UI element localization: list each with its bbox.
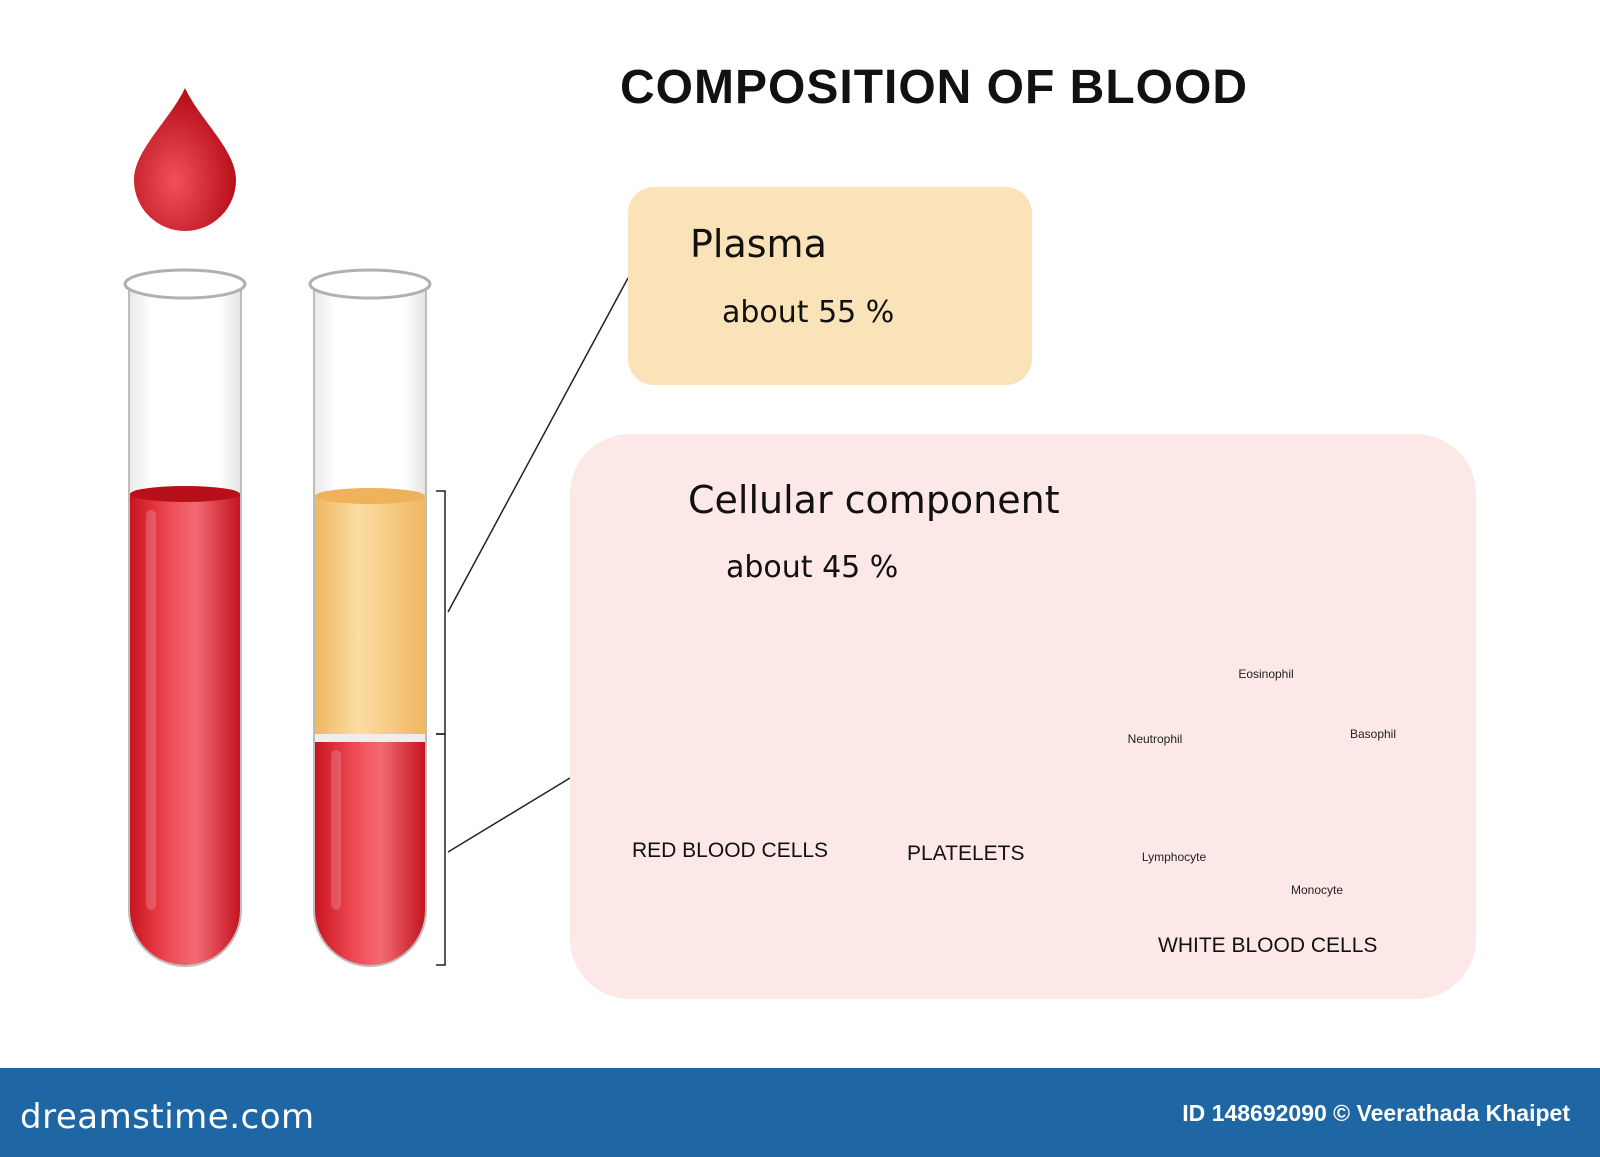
footer-brand: dreamstime.com (20, 1097, 315, 1137)
lymphocyte-label: Lymphocyte (1141, 850, 1207, 864)
plasma-layer (315, 496, 425, 734)
cellular-percent: about 45 % (726, 550, 899, 585)
red-blood-cells-label: RED BLOOD CELLS (632, 839, 829, 862)
plasma-label: Plasma (690, 222, 827, 266)
page-title: COMPOSITION OF BLOOD (620, 61, 1248, 114)
cellular-label: Cellular component (688, 478, 1060, 522)
neutrophil-label: Neutrophil (1127, 732, 1183, 746)
white-blood-cells-label: WHITE BLOOD CELLS (1158, 934, 1378, 957)
cells-leader-line (447, 777, 571, 853)
plasma-bracket (436, 490, 446, 735)
cells-bracket (436, 733, 446, 966)
plasma-percent: about 55 % (722, 295, 895, 330)
buffy-coat-layer (315, 734, 425, 742)
plasma-leader-line (447, 277, 629, 613)
footer-credit: ID 148692090 © Veerathada Khaipet (1182, 1100, 1570, 1126)
test-tube-whole-blood (123, 268, 247, 967)
eosinophil-label: Eosinophil (1238, 667, 1294, 681)
plasma-panel (628, 187, 1032, 385)
cellular-panel (570, 434, 1476, 999)
basophil-label: Basophil (1349, 727, 1397, 741)
platelets-label: PLATELETS (907, 842, 1025, 865)
footer-bar (0, 1068, 1600, 1157)
red-cell-layer (315, 742, 425, 965)
monocyte-label: Monocyte (1290, 883, 1344, 897)
test-tube-separated (308, 268, 432, 967)
blood-drop-icon (134, 88, 236, 231)
